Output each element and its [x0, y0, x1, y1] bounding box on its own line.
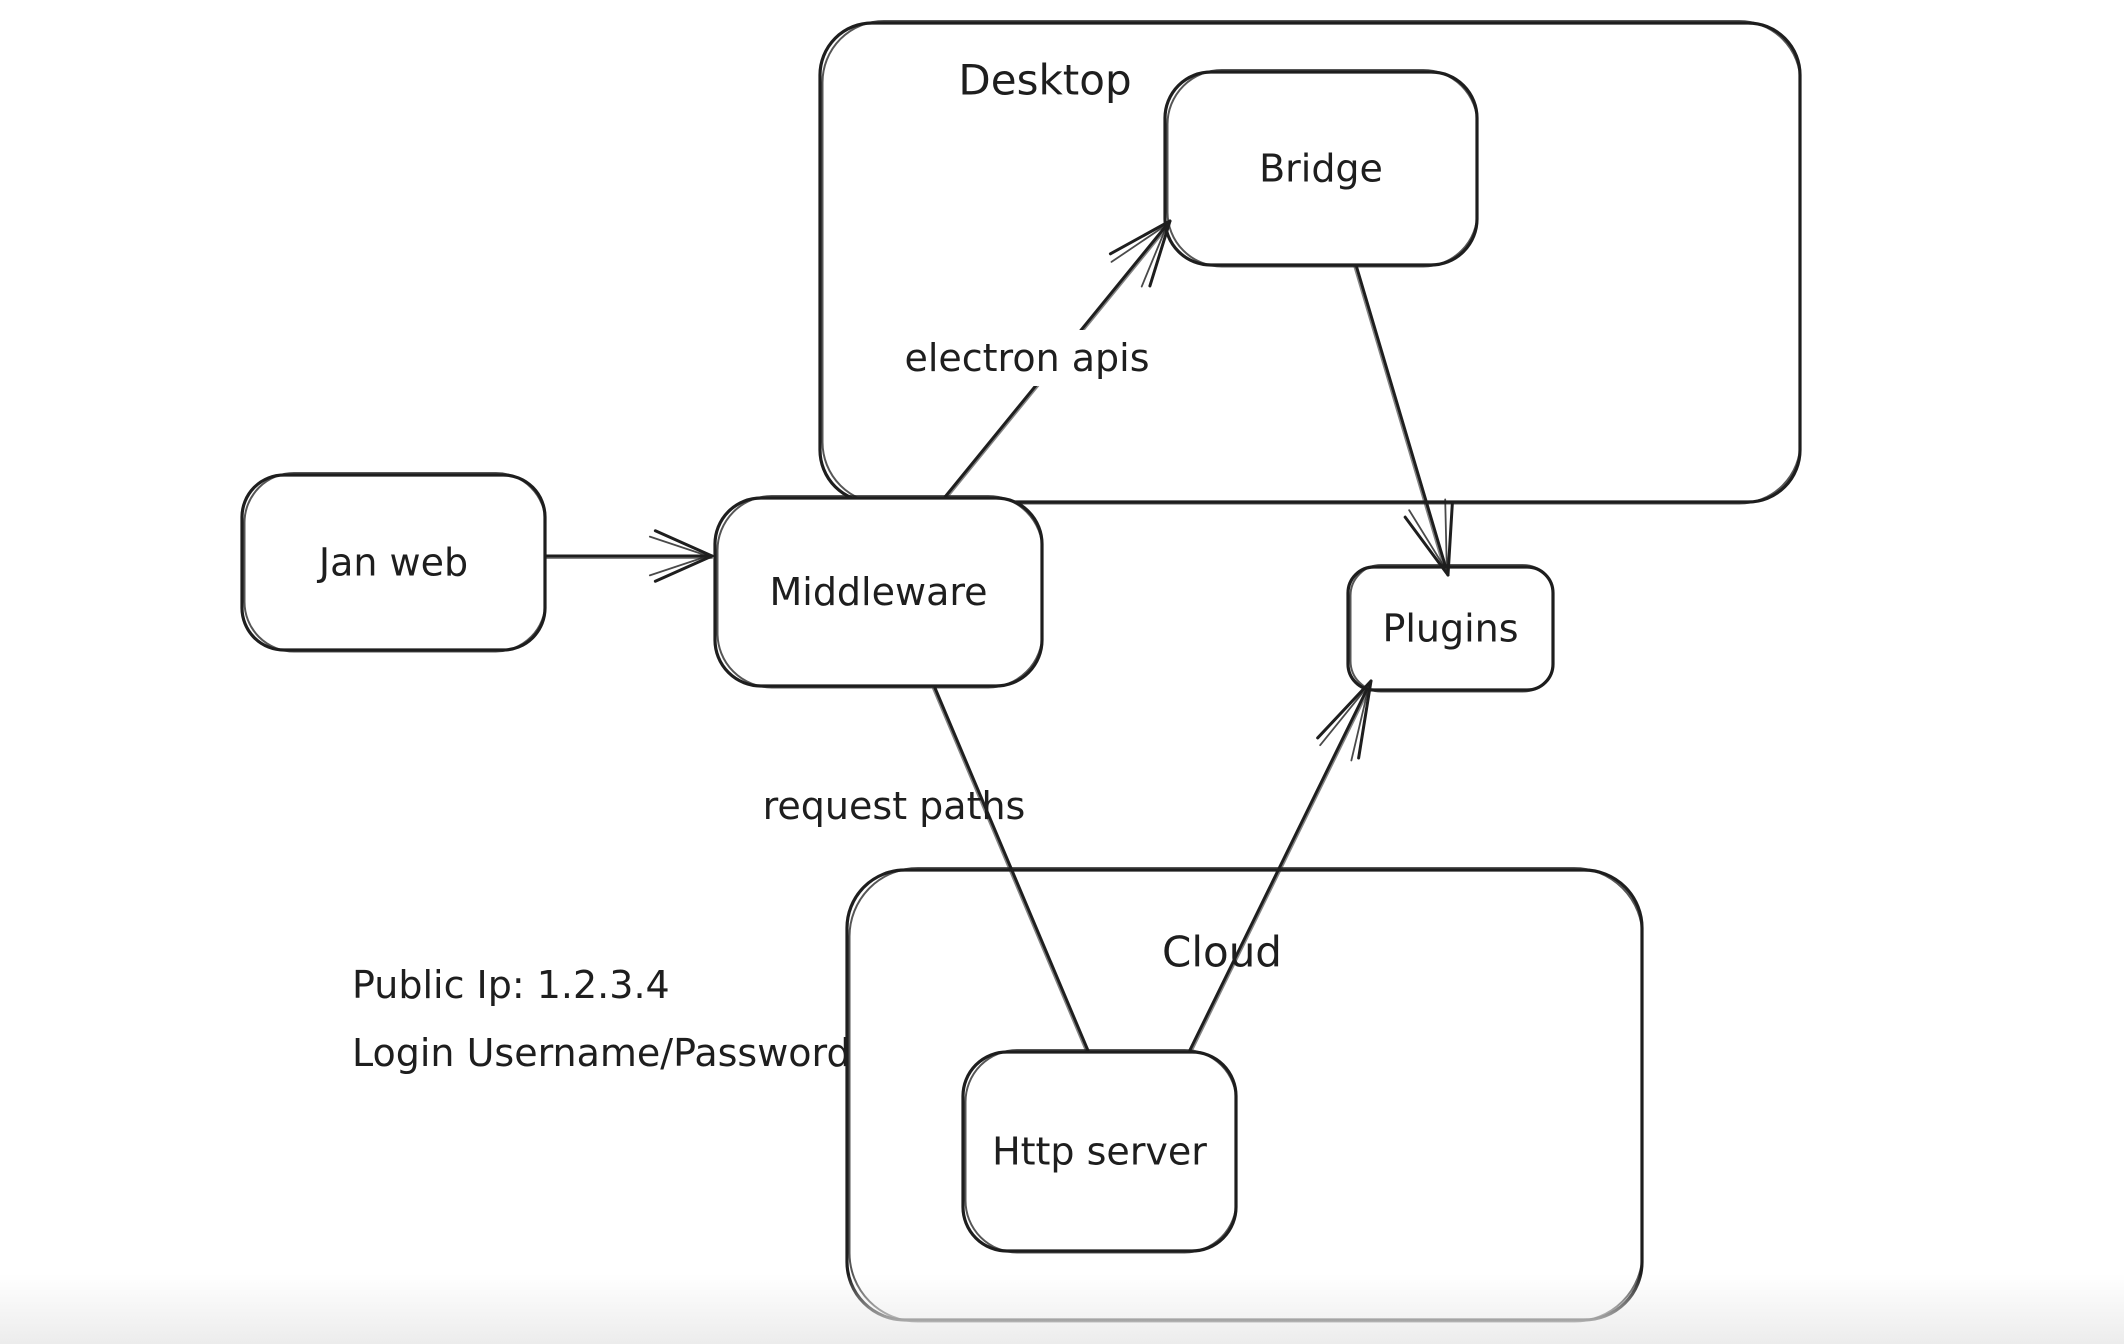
container-cloud-label: Cloud [1162, 928, 1282, 977]
edge-http-server-to-plugins [1188, 679, 1374, 1052]
node-middleware: Middleware [713, 495, 1044, 689]
node-plugins-label: Plugins [1382, 607, 1518, 651]
arrowhead-middleware-to-bridge [1108, 219, 1172, 288]
node-bridge-label: Bridge [1259, 147, 1383, 191]
arrowhead-http-server-to-plugins [1316, 679, 1373, 762]
annotation-login-credentials: Login Username/Password [352, 1031, 851, 1075]
arrowhead-bridge-to-plugins [1403, 498, 1454, 577]
node-bridge: Bridge [1163, 69, 1479, 268]
node-middleware-label: Middleware [769, 570, 987, 614]
node-http-server-label: Http server [992, 1130, 1207, 1174]
node-jan-web-label: Jan web [317, 541, 468, 585]
edge-middleware-to-http-server [932, 686, 1091, 1055]
edge-label-middleware-to-http-server: request paths [763, 784, 1026, 828]
edge-bridge-to-plugins [1353, 263, 1450, 577]
container-desktop-label: Desktop [958, 56, 1131, 105]
arrowhead-jan-web-to-middleware [648, 529, 714, 583]
node-http-server: Http server [961, 1049, 1238, 1254]
edge-label-middleware-to-bridge-text: electron apis [904, 336, 1149, 380]
edge-label-middleware-to-bridge: electron apis [877, 330, 1177, 386]
edge-label-middleware-to-http-server-text: request paths [763, 784, 1026, 828]
node-jan-web: Jan web [240, 472, 547, 653]
edge-jan-web-to-middleware [543, 554, 714, 560]
annotation-public-ip: Public Ip: 1.2.3.4 [352, 963, 670, 1007]
node-plugins: Plugins [1346, 564, 1555, 693]
